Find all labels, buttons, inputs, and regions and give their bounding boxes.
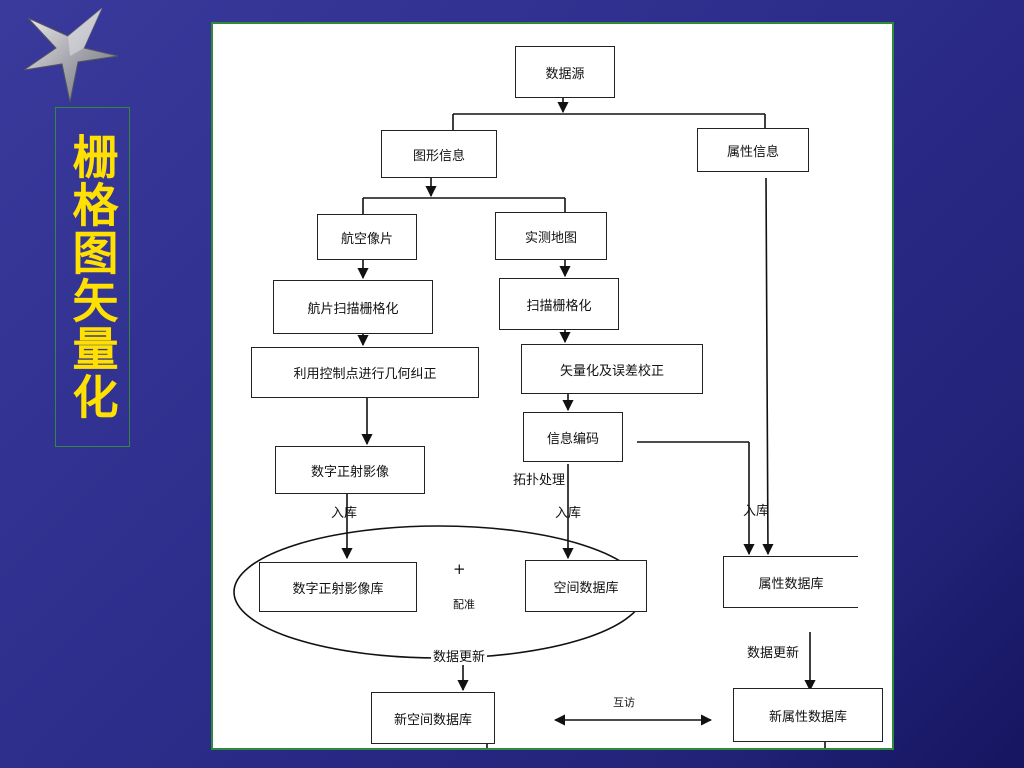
star-icon	[23, 7, 119, 103]
node-map-scan: 扫描栅格化	[499, 278, 619, 330]
label-mutual-access: 互访	[613, 696, 635, 709]
label-plus: +	[453, 560, 466, 578]
node-data-source: 数据源	[515, 46, 615, 98]
node-spatial-db: 空间数据库	[525, 560, 647, 612]
node-attribute-db: 属性数据库	[723, 556, 858, 608]
node-info-encoding: 信息编码	[523, 412, 623, 462]
node-ortho-image: 数字正射影像	[275, 446, 425, 494]
label-ingest-mid: 入库	[555, 506, 582, 521]
node-vectorize: 矢量化及误差校正	[521, 344, 703, 394]
slide-title: 栅格图矢量化	[65, 133, 120, 421]
node-new-attribute-db: 新属性数据库	[733, 688, 883, 742]
node-ortho-db: 数字正射影像库	[259, 562, 417, 612]
flowchart-panel: 数据源 图形信息 属性信息 航空像片 实测地图 航片扫描栅格化 扫描栅格化 利用…	[211, 22, 894, 750]
node-aerial-photo: 航空像片	[317, 214, 417, 260]
label-ingest-right: 入库	[743, 504, 770, 519]
label-update-right: 数据更新	[747, 646, 800, 661]
label-topology: 拓扑处理	[513, 473, 566, 488]
label-update-left: 数据更新	[431, 646, 488, 665]
node-attribute-info: 属性信息	[697, 128, 809, 172]
label-ingest-left: 入库	[331, 506, 358, 521]
node-aerial-scan: 航片扫描栅格化	[273, 280, 433, 334]
node-graphic-info: 图形信息	[381, 130, 497, 178]
node-geo-correction: 利用控制点进行几何纠正	[251, 347, 479, 398]
node-new-spatial-db: 新空间数据库	[371, 692, 495, 744]
slide-title-box: 栅格图矢量化	[55, 107, 130, 447]
node-survey-map: 实测地图	[495, 212, 607, 260]
label-registration: 配准	[453, 598, 475, 611]
